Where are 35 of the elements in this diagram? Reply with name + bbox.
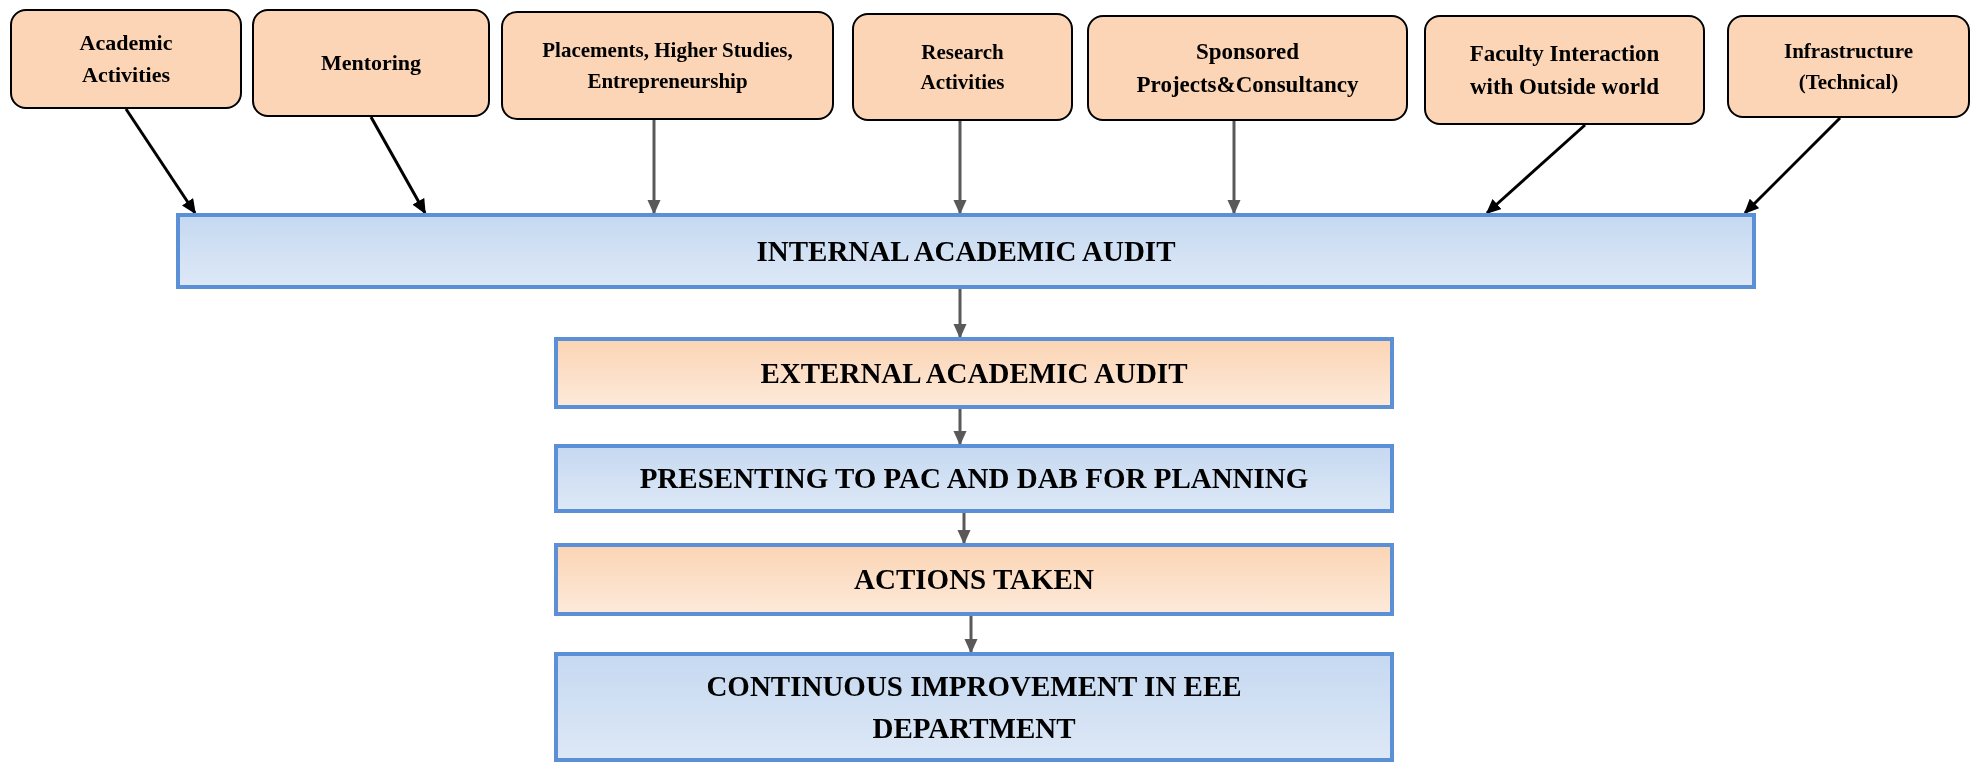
- arrow: [1227, 121, 1241, 215]
- box-label: Faculty Interaction with Outside world: [1468, 39, 1661, 101]
- arrow: [957, 513, 971, 545]
- arrow: [1743, 116, 1842, 215]
- arrow: [964, 616, 978, 654]
- input-box: [852, 13, 1073, 121]
- arrow: [953, 289, 967, 339]
- box-label: PRESENTING TO PAC AND DAB FOR PLANNING: [639, 461, 1309, 497]
- input-box: [252, 9, 490, 117]
- box-label: Mentoring: [320, 49, 422, 78]
- box-label: Academic Activities: [78, 29, 174, 89]
- box-label: Sponsored Projects&Consultancy: [1135, 37, 1360, 99]
- input-box: [501, 11, 834, 120]
- input-box: [1424, 15, 1705, 125]
- arrow: [953, 121, 967, 215]
- box-label: EXTERNAL ACADEMIC AUDIT: [760, 355, 1188, 391]
- arrow: [369, 116, 427, 215]
- box-label: CONTINUOUS IMPROVEMENT IN EEE DEPARTMENT: [705, 668, 1243, 746]
- input-box: [1727, 15, 1970, 118]
- process-box: [554, 543, 1394, 616]
- arrow: [124, 108, 197, 215]
- process-box: [554, 444, 1394, 513]
- box-label: ACTIONS TAKEN: [854, 562, 1094, 598]
- process-box: [554, 652, 1394, 762]
- input-box: [1087, 15, 1408, 121]
- box-label: Research Activities: [919, 38, 1006, 96]
- box-label: Infrastructure (Technical): [1782, 38, 1915, 96]
- process-box: [176, 213, 1756, 289]
- box-label: INTERNAL ACADEMIC AUDIT: [756, 233, 1176, 269]
- arrow: [647, 120, 661, 215]
- arrow: [1485, 123, 1586, 215]
- input-box: [10, 9, 242, 109]
- arrow: [953, 409, 967, 446]
- process-box: [554, 337, 1394, 409]
- box-label: Placements, Higher Studies, Entrepreneurship: [541, 37, 794, 95]
